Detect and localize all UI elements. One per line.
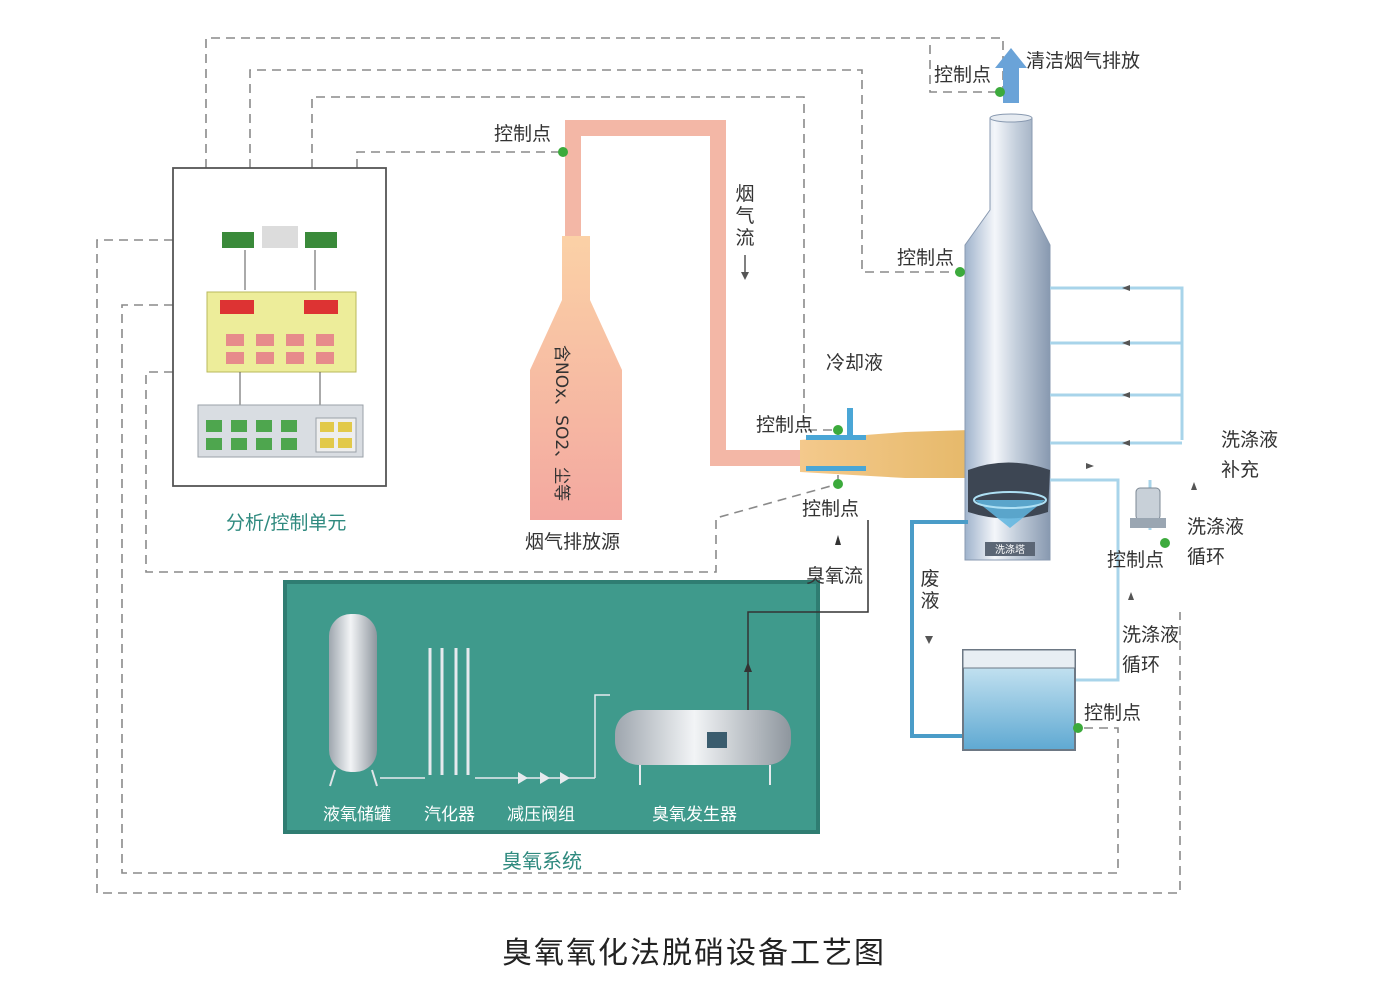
- ozone-generator-shape: [615, 710, 791, 785]
- wash-cycle-b-label-1: 洗涤液: [1122, 624, 1180, 646]
- control-point-coolant-label: 控制点: [756, 414, 814, 436]
- flue-duct: [530, 120, 820, 520]
- scrubber-tower: 洗涤塔: [964, 113, 1051, 561]
- ozone-flow-label: 臭氧流: [806, 565, 864, 587]
- ozone-system: [283, 580, 820, 834]
- emission-source-label: 烟气排放源: [525, 531, 621, 553]
- wash-supplement-label-2: 补充: [1221, 459, 1260, 481]
- ozone-generator-label: 臭氧发生器: [652, 805, 737, 825]
- control-points: [558, 87, 1170, 733]
- source-contents-label: 含NOx、SO2、尘等: [551, 345, 571, 502]
- emission-source-chimney: [530, 236, 622, 520]
- wash-supplement-label-1: 洗涤液: [1221, 429, 1279, 451]
- wash-pipe-arrows: [1086, 285, 1197, 600]
- quench-nozzle: [800, 408, 970, 478]
- coolant-label: 冷却液: [826, 352, 884, 374]
- waste-liquid-label: 废液: [920, 568, 940, 612]
- control-point-tower-label: 控制点: [897, 247, 955, 269]
- ozone-feed-line: [747, 520, 869, 710]
- control-point-tank-label: 控制点: [1084, 702, 1142, 724]
- control-point-duct-label: 控制点: [494, 123, 552, 145]
- control-unit: [172, 167, 387, 487]
- circulation-pump: [1130, 487, 1166, 528]
- diagram-title: 臭氧氧化法脱硝设备工艺图: [502, 936, 886, 971]
- control-point-pump-label: 控制点: [1107, 549, 1165, 571]
- vaporizer-label: 汽化器: [424, 805, 475, 825]
- control-point-ozone-label: 控制点: [802, 498, 860, 520]
- liquid-tank: [962, 649, 1076, 751]
- clean-gas-label: 清洁烟气排放: [1026, 50, 1141, 72]
- liquid-oxygen-tank-shape: [329, 614, 377, 772]
- waste-arrow-icon: [925, 636, 933, 644]
- flue-flow-label: 烟气流: [735, 183, 755, 249]
- waste-pipe: [910, 520, 968, 738]
- liquid-oxygen-tank-label: 液氧储罐: [323, 805, 391, 825]
- pressure-valve-shape: [518, 772, 570, 784]
- pressure-valve-group-label: 减压阀组: [507, 805, 575, 825]
- control-unit-label: 分析/控制单元: [226, 512, 347, 534]
- control-point-outlet-label: 控制点: [934, 64, 992, 86]
- flow-arrow-down-icon: [741, 255, 749, 280]
- ozone-system-label: 臭氧系统: [502, 849, 582, 873]
- wash-cycle-a-label-1: 洗涤液: [1187, 516, 1245, 538]
- tower-plate-label: 洗涤塔: [995, 543, 1025, 556]
- wash-pipes: [1050, 286, 1184, 682]
- wash-cycle-a-label-2: 循环: [1187, 546, 1226, 568]
- wash-cycle-b-label-2: 循环: [1122, 654, 1161, 676]
- vaporizer-shape: [428, 648, 470, 775]
